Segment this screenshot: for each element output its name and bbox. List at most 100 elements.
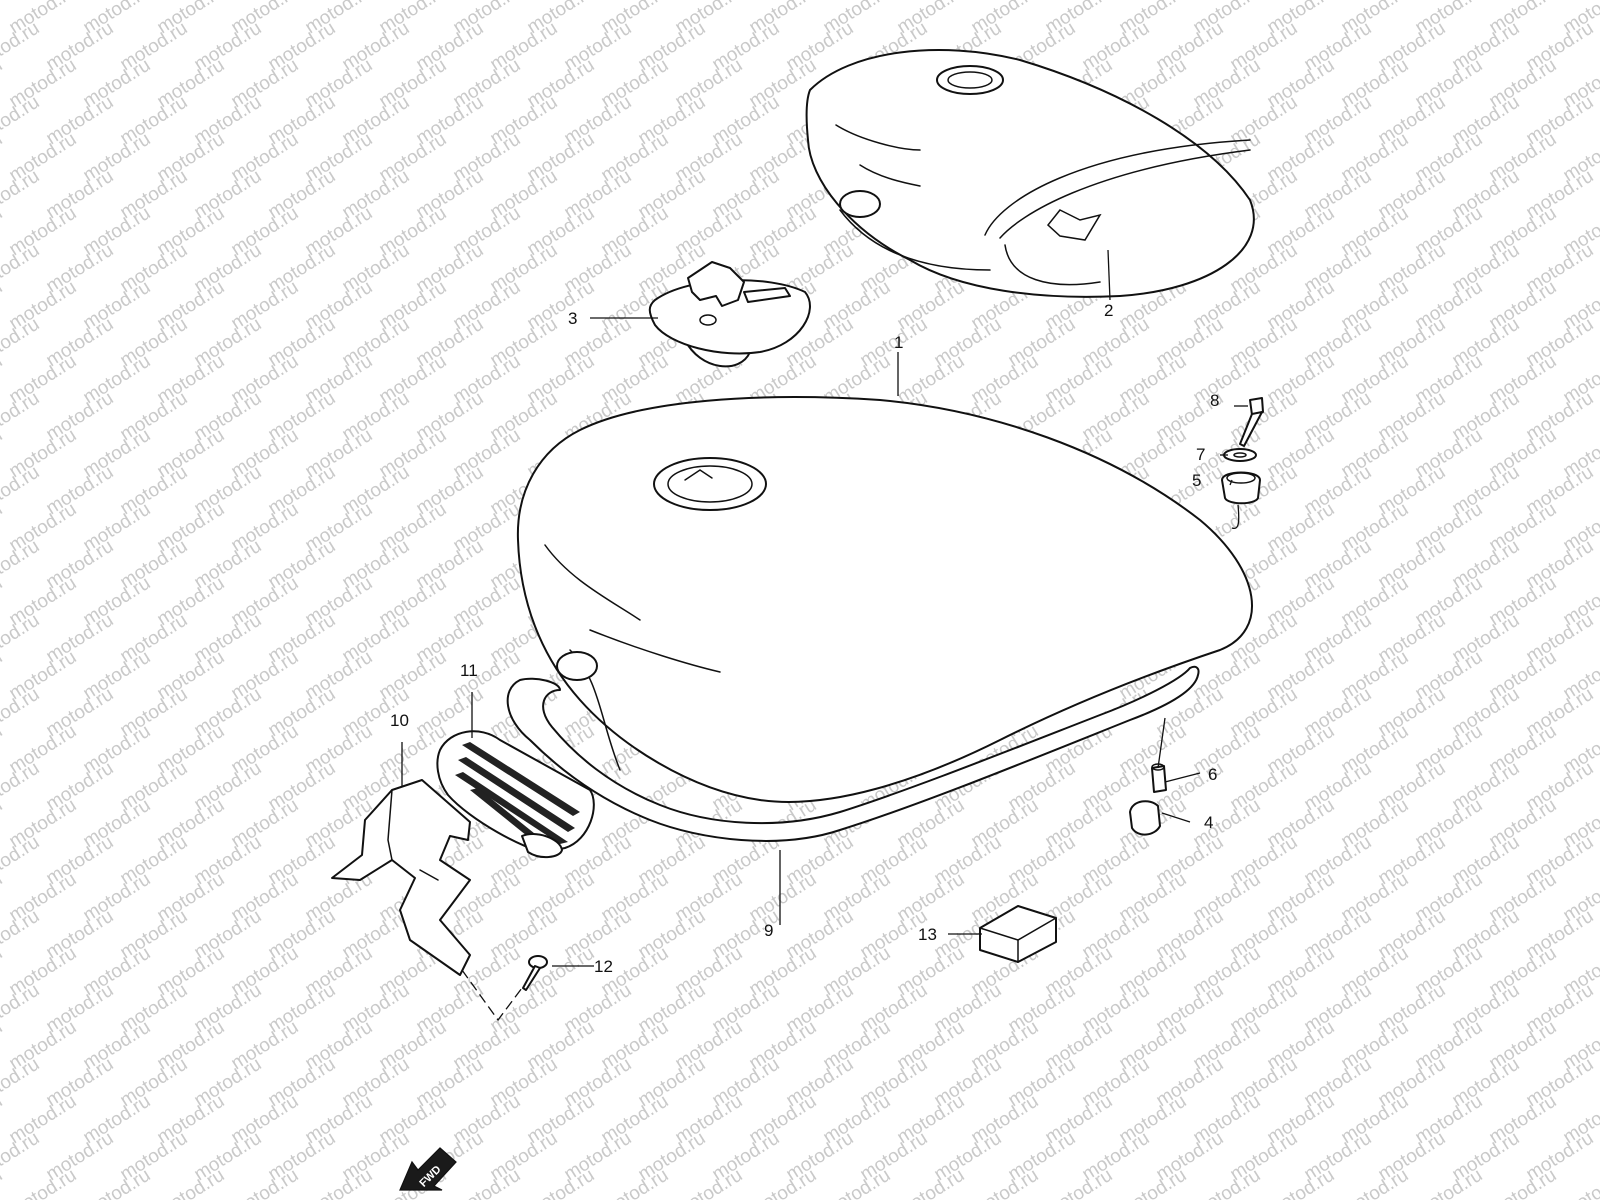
leader-lines <box>401 249 1248 1022</box>
watermark-text: motod.ru <box>1597 92 1600 150</box>
callout-4: 4 <box>1204 813 1213 832</box>
watermark-text: motod.ru <box>0 536 43 594</box>
watermark-text: motod.ru <box>894 1165 969 1200</box>
callout-10: 10 <box>390 711 409 730</box>
part-9-trim-strip[interactable] <box>506 665 1200 842</box>
watermark-text: motod.ru <box>0 1128 43 1186</box>
watermark-text: motod.ru <box>1042 1165 1117 1200</box>
part-1-fuel-tank[interactable] <box>516 396 1254 803</box>
watermark-text: motod.ru <box>0 610 43 668</box>
watermark-text: motod.ru <box>0 0 6 38</box>
watermark-text: motod.ru <box>0 425 6 483</box>
watermark-text: motod.ru <box>154 1165 229 1200</box>
callout-1: 1 <box>894 333 903 352</box>
part-3-fuel-cap[interactable] <box>648 261 811 368</box>
watermark-text: motod.ru <box>524 1165 599 1200</box>
watermark-text: motod.ru <box>0 499 6 557</box>
watermark-text: motod.ru <box>968 1165 1043 1200</box>
watermark-text: motod.ru <box>0 1017 6 1075</box>
watermark-text: motod.ru <box>1597 166 1600 224</box>
watermark-text: motod.ru <box>0 92 43 150</box>
watermark-text: motod.ru <box>1597 18 1600 76</box>
watermark-text: motod.ru <box>1597 536 1600 594</box>
watermark-text: motod.ru <box>0 462 43 520</box>
watermark-text: motod.ru <box>746 1165 821 1200</box>
watermark-text: motod.ru <box>302 1165 377 1200</box>
callout-6: 6 <box>1208 765 1217 784</box>
watermark-text: motod.ru <box>0 388 43 446</box>
watermark-text: motod.ru <box>1597 240 1600 298</box>
watermark-text: motod.ru <box>598 1165 673 1200</box>
watermark-text: motod.ru <box>0 1091 6 1149</box>
watermark-text: motod.ru <box>1597 832 1600 890</box>
callout-2: 2 <box>1104 301 1113 320</box>
callout-5: 5 <box>1192 471 1201 490</box>
watermark-text: motod.ru <box>1597 1054 1600 1112</box>
callout-labels: 1 2 3 4 5 6 7 8 9 10 11 12 13 <box>390 301 1219 976</box>
watermark-text: motod.ru <box>1116 1165 1191 1200</box>
watermark-text: motod.ru <box>1264 1165 1339 1200</box>
callout-9: 9 <box>764 921 773 940</box>
part-12-screw[interactable] <box>522 955 548 991</box>
callout-7: 7 <box>1196 445 1205 464</box>
watermark-text: motod.ru <box>0 795 6 853</box>
watermark-text: motod.ru <box>0 906 43 964</box>
watermark-text: motod.ru <box>1190 1165 1265 1200</box>
callout-8: 8 <box>1210 391 1219 410</box>
watermark-text: motod.ru <box>0 647 6 705</box>
watermark-text: motod.ru <box>0 943 6 1001</box>
watermark-text: motod.ru <box>0 758 43 816</box>
watermark-text: motod.ru <box>0 573 6 631</box>
watermark-text: motod.ru <box>80 1165 155 1200</box>
callout-11: 11 <box>460 661 478 680</box>
watermark-text: motod.ru <box>0 18 43 76</box>
callout-13: 13 <box>918 925 937 944</box>
part-11-grommet[interactable] <box>436 730 595 858</box>
watermark-text: motod.ru <box>0 203 6 261</box>
watermark-text: motod.ru <box>1597 1128 1600 1186</box>
part-10-bracket[interactable] <box>331 779 471 976</box>
fwd-arrow: FWD <box>399 1147 457 1191</box>
watermark-text: motod.ru <box>1597 610 1600 668</box>
watermark-text: motod.ru <box>0 980 43 1038</box>
part-4-cushion[interactable] <box>1129 800 1161 836</box>
watermark-text: motod.ru <box>820 1165 895 1200</box>
watermark-text: motod.ru <box>1597 462 1600 520</box>
watermark-text: motod.ru <box>450 1165 525 1200</box>
watermark-text: motod.ru <box>0 240 43 298</box>
watermark-text: motod.ru <box>1338 1165 1413 1200</box>
watermark-text: motod.ru <box>0 1054 43 1112</box>
watermark-text: motod.ru <box>672 1165 747 1200</box>
callout-3: 3 <box>568 309 577 328</box>
watermark-text: motod.ru <box>1597 906 1600 964</box>
watermark-text: motod.ru <box>0 277 6 335</box>
watermark-text: motod.ru <box>1412 1165 1487 1200</box>
watermark-text: motod.ru <box>1486 1165 1561 1200</box>
watermark-text: motod.ru <box>228 1165 303 1200</box>
part-6-spacer[interactable] <box>1151 763 1167 793</box>
watermark-text: motod.ru <box>0 166 43 224</box>
callout-12: 12 <box>594 957 613 976</box>
part-2-tank-upper[interactable] <box>805 49 1255 298</box>
part-5-cushion[interactable] <box>1221 471 1261 505</box>
watermark-text: motod.ru <box>0 721 6 779</box>
watermark-text: motod.ru <box>0 832 43 890</box>
watermark-text: motod.ru <box>0 55 6 113</box>
part-8-bolt[interactable] <box>1239 397 1264 447</box>
part-13-damper-pad[interactable] <box>979 905 1057 963</box>
watermark-text: motod.ru <box>0 351 6 409</box>
watermark-text: motod.ru <box>0 1165 6 1200</box>
watermark-text: motod.ru <box>1597 758 1600 816</box>
watermark-text: motod.ru <box>6 1165 81 1200</box>
part-7-washer[interactable] <box>1223 448 1257 462</box>
watermark-text: motod.ru <box>1597 388 1600 446</box>
watermark-text: motod.ru <box>0 314 43 372</box>
watermark-text: motod.ru <box>0 129 6 187</box>
watermark-text: motod.ru <box>1560 1165 1600 1200</box>
watermark-text: motod.ru <box>1597 980 1600 1038</box>
watermark-text: motod.ru <box>1597 314 1600 372</box>
watermark-text: motod.ru <box>1597 684 1600 742</box>
watermark-text: motod.ru <box>0 869 6 927</box>
watermark-text: motod.ru <box>0 684 43 742</box>
